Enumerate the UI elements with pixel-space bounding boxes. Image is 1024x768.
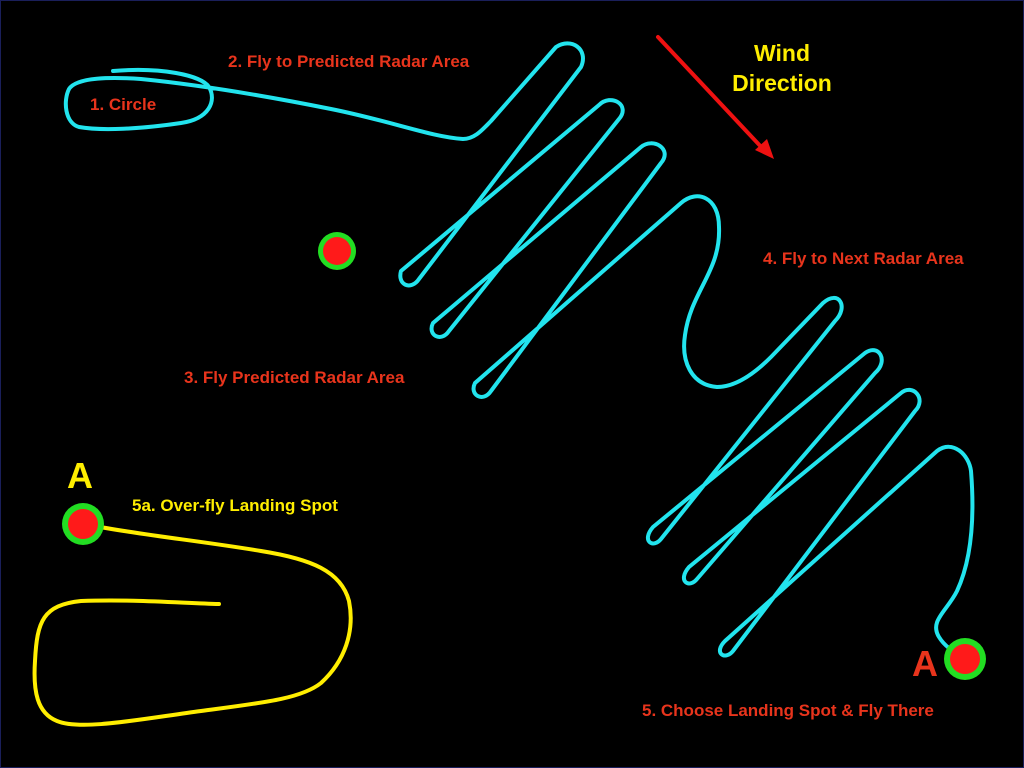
- marker-a-right: A: [912, 643, 938, 684]
- label-fly-predicted: 3. Fly Predicted Radar Area: [184, 368, 405, 387]
- flight-path: [63, 41, 975, 659]
- landing-target-icon: [62, 503, 104, 545]
- marker-a-left: A: [67, 455, 93, 496]
- wind-direction-label: Wind Direction: [723, 39, 841, 99]
- wind-label-line2: Direction: [732, 69, 832, 96]
- landing-target-icon: [318, 232, 356, 270]
- arrow-down-right-icon: [656, 35, 774, 159]
- landing-path: [32, 523, 353, 727]
- label-fly-next: 4. Fly to Next Radar Area: [763, 249, 964, 268]
- label-choose-landing: 5. Choose Landing Spot & Fly There: [642, 701, 934, 720]
- wind-label-line1: Wind: [754, 40, 810, 66]
- label-overfly-landing: 5a. Over-fly Landing Spot: [132, 496, 338, 515]
- label-circle: 1. Circle: [90, 95, 157, 114]
- label-fly-to-predicted: 2. Fly to Predicted Radar Area: [228, 52, 470, 71]
- landing-target-icon: [944, 638, 986, 680]
